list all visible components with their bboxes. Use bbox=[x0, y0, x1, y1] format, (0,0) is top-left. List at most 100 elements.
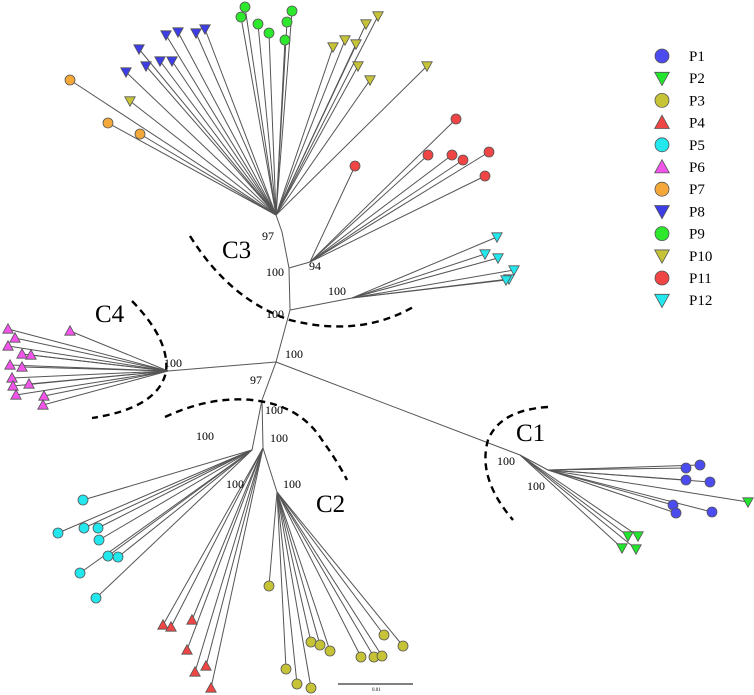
legend-label: P11 bbox=[689, 271, 712, 287]
legend-marker bbox=[654, 226, 670, 242]
legend-label: P2 bbox=[689, 71, 705, 87]
tip-marker bbox=[172, 27, 184, 39]
tree-branch bbox=[21, 366, 169, 372]
tip-marker bbox=[120, 67, 132, 79]
tree-branch bbox=[275, 39, 346, 216]
tree-branch bbox=[210, 447, 264, 689]
tree-branch bbox=[7, 328, 169, 372]
tip-marker bbox=[350, 39, 362, 51]
tree-branch bbox=[276, 491, 375, 658]
tree-branch bbox=[194, 447, 264, 673]
tree-branch bbox=[191, 447, 264, 621]
tip-marker bbox=[37, 398, 49, 410]
legend-label: P4 bbox=[689, 116, 705, 132]
tip-marker bbox=[742, 497, 754, 509]
tree-branch bbox=[309, 159, 464, 263]
tip-marker bbox=[140, 61, 152, 73]
tip-marker bbox=[632, 531, 644, 543]
legend-item: P7 bbox=[654, 181, 705, 198]
tip-marker bbox=[376, 650, 388, 662]
tree-branch bbox=[251, 399, 263, 451]
tip-marker bbox=[706, 506, 718, 518]
tip-marker bbox=[360, 19, 372, 31]
legend-marker bbox=[653, 293, 671, 309]
tree-branch bbox=[261, 399, 264, 449]
tip-marker bbox=[355, 651, 367, 663]
tip-marker bbox=[670, 507, 682, 519]
tip-marker bbox=[508, 265, 520, 277]
tree-branch bbox=[276, 491, 287, 670]
tree-branch bbox=[186, 447, 264, 651]
tip-marker bbox=[479, 249, 491, 261]
tree-branch bbox=[519, 454, 549, 471]
tip-marker bbox=[352, 61, 364, 73]
tip-marker bbox=[157, 618, 169, 630]
tree-branch bbox=[240, 16, 277, 216]
tip-marker bbox=[25, 348, 37, 360]
tip-marker bbox=[160, 30, 172, 42]
tree-branch bbox=[11, 370, 169, 379]
tip-marker bbox=[680, 462, 692, 474]
tree-branch bbox=[351, 257, 499, 299]
tip-marker bbox=[704, 476, 716, 488]
tip-marker bbox=[205, 681, 217, 693]
support-value: 100 bbox=[266, 307, 284, 321]
clade-label-c4: C4 bbox=[95, 301, 125, 328]
legend-label: P9 bbox=[689, 227, 705, 243]
tree-branch bbox=[351, 279, 507, 299]
tip-marker bbox=[165, 620, 177, 632]
support-value: 94 bbox=[309, 259, 321, 273]
tip-marker bbox=[2, 322, 14, 334]
tree-branch bbox=[125, 71, 277, 216]
tree-branch bbox=[275, 23, 367, 216]
support-value: 100 bbox=[328, 284, 346, 298]
tip-marker bbox=[186, 613, 198, 625]
clade-label-c1: C1 bbox=[516, 420, 545, 447]
tip-marker bbox=[281, 16, 293, 28]
tree-branch bbox=[262, 447, 278, 493]
support-value: 100 bbox=[265, 403, 283, 417]
tree-branch bbox=[275, 10, 293, 216]
tree-branch bbox=[275, 46, 334, 216]
legend-marker bbox=[653, 249, 671, 264]
tree-branch bbox=[519, 454, 637, 550]
tip-marker bbox=[263, 27, 275, 39]
tip-marker bbox=[479, 170, 491, 182]
tip-marker bbox=[112, 551, 124, 563]
tip-marker bbox=[4, 358, 16, 370]
tree-branch bbox=[170, 447, 264, 628]
tree-branch bbox=[288, 267, 291, 311]
tip-marker bbox=[349, 160, 361, 172]
support-value: 97 bbox=[250, 373, 262, 387]
legend-item: P2 bbox=[653, 71, 705, 87]
legend-marker bbox=[653, 114, 671, 129]
tree-branch bbox=[30, 354, 169, 372]
tip-marker bbox=[181, 643, 193, 655]
legend-item: P8 bbox=[653, 204, 705, 220]
tip-marker bbox=[124, 96, 136, 108]
tree-branch bbox=[57, 449, 253, 534]
tree-branch bbox=[162, 447, 264, 626]
tree-branch bbox=[43, 370, 169, 397]
clade-arc-c1 bbox=[484, 405, 549, 521]
tip-marker bbox=[286, 5, 298, 17]
tree-branch bbox=[195, 32, 277, 216]
legend-marker bbox=[653, 158, 671, 174]
tree-branch bbox=[276, 491, 331, 652]
tree-branch bbox=[519, 454, 629, 537]
tree-branch bbox=[139, 133, 277, 216]
tree-branch bbox=[276, 491, 404, 647]
tree-branch bbox=[69, 79, 277, 216]
tree-branch bbox=[42, 370, 169, 406]
tree-branch bbox=[145, 65, 277, 216]
legend-item: P5 bbox=[654, 137, 705, 154]
tree-branches bbox=[7, 6, 749, 689]
tip-marker bbox=[190, 28, 202, 40]
tree-branch bbox=[276, 491, 385, 636]
tree-branch bbox=[83, 449, 253, 529]
tip-marker bbox=[372, 11, 384, 23]
tip-marker bbox=[166, 56, 178, 68]
tip-marker bbox=[630, 544, 642, 556]
scale-bar-label: 0.01 bbox=[372, 688, 381, 693]
tree-branch bbox=[276, 491, 312, 643]
